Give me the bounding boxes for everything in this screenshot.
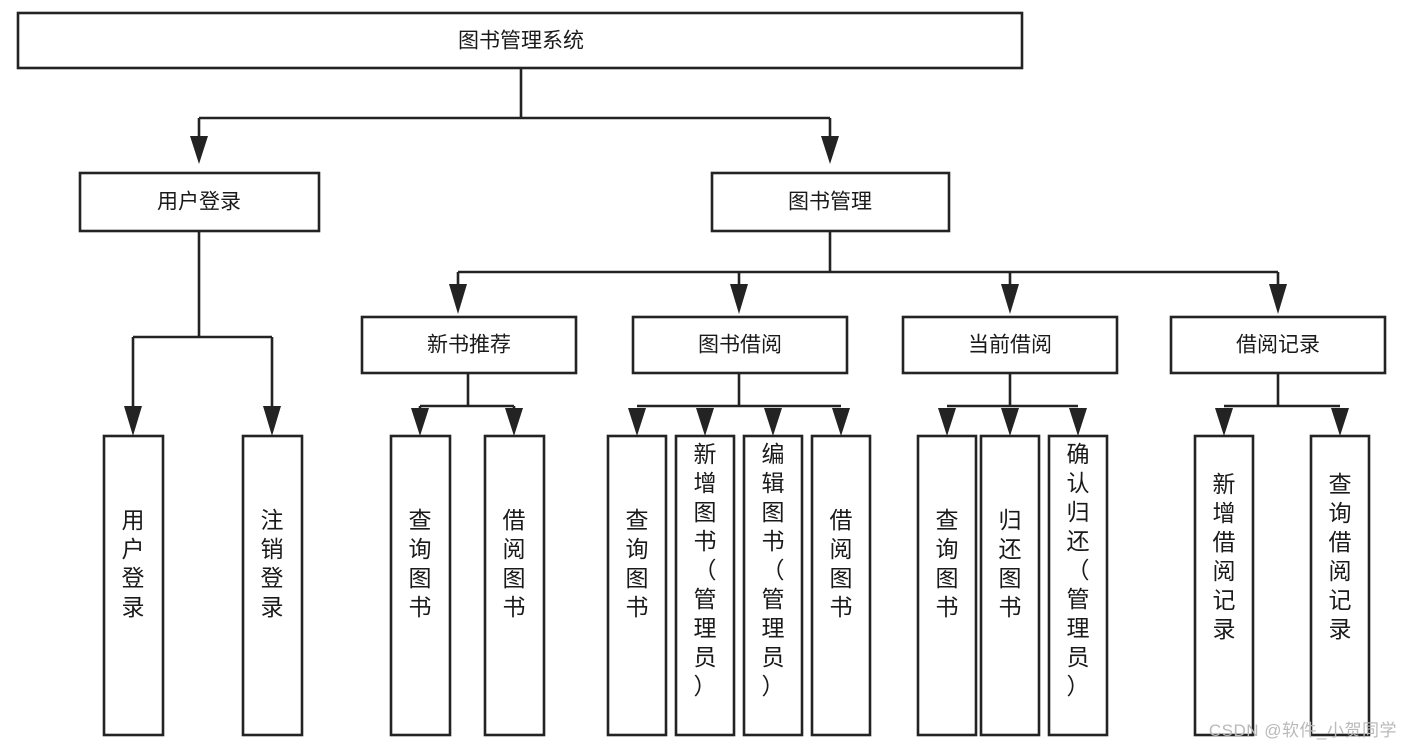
node-leaf-confirm-return-box[interactable] [1047, 434, 1109, 737]
edges-new-book-recommend-to-leaves [411, 373, 523, 436]
node-borrow-record-box[interactable] [1169, 315, 1387, 375]
node-leaf-borrow-book-2[interactable]: 借阅图书 [810, 434, 872, 737]
arrow-to-current-borrow [1001, 284, 1019, 314]
node-leaf-query-book-2[interactable]: 查询图书 [606, 434, 668, 737]
arrow-to-leaf-query-book-3 [938, 408, 956, 436]
arrow-to-leaf-query-book-1 [411, 408, 429, 436]
node-new-book-recommend[interactable]: 新书推荐 [360, 315, 578, 375]
node-leaf-add-record-box[interactable] [1193, 434, 1255, 737]
node-leaf-borrow-book-2-box[interactable] [810, 434, 872, 737]
arrow-to-leaf-edit-book [764, 408, 782, 436]
node-leaf-return-book[interactable]: 归还图书 [979, 434, 1041, 737]
arrow-to-leaf-borrow-book-2 [832, 408, 850, 436]
node-book-borrow-box[interactable] [631, 315, 849, 375]
csdn-watermark: CSDN @软件_小贺同学 [1208, 721, 1397, 740]
node-new-book-recommend-label: 新书推荐 [427, 334, 511, 357]
node-leaf-query-book-1[interactable]: 查询图书 [389, 434, 452, 737]
node-root[interactable]: 图书管理系统 [16, 11, 1024, 70]
edges-book-borrow-to-leaves [628, 373, 850, 436]
node-leaf-query-record[interactable]: 查询借阅记录 [1309, 434, 1371, 737]
node-leaf-user-logout[interactable]: 注销登录 [241, 434, 304, 737]
edges-book-manage-to-level3 [449, 232, 1287, 314]
edges-borrow-record-to-leaves [1215, 373, 1349, 436]
arrow-to-user-login [190, 136, 208, 164]
arrow-to-new-book-recommend [449, 284, 467, 314]
node-user-login-box[interactable] [78, 171, 321, 233]
node-leaf-query-book-1-label: 查询图书 [409, 507, 432, 620]
arrow-to-leaf-borrow-book-1 [505, 408, 523, 436]
node-leaf-query-book-1-box[interactable] [389, 434, 452, 737]
node-leaf-borrow-book-1[interactable]: 借阅图书 [483, 434, 546, 737]
node-leaf-user-login-label: 用户登录 [122, 507, 145, 620]
node-book-manage[interactable]: 图书管理 [710, 171, 951, 233]
node-leaf-borrow-book-1-box[interactable] [483, 434, 546, 737]
node-leaf-query-book-2-box[interactable] [606, 434, 668, 737]
node-user-login-label: 用户登录 [157, 191, 241, 214]
node-leaf-add-record[interactable]: 新增借阅记录 [1193, 434, 1255, 737]
node-book-borrow-label: 图书借阅 [698, 334, 782, 357]
node-leaf-return-book-box[interactable] [979, 434, 1041, 737]
node-root-label: 图书管理系统 [458, 30, 584, 53]
node-leaf-edit-book-label: 编辑图书（管理员） [762, 441, 785, 699]
arrow-to-leaf-add-book [696, 408, 714, 436]
edges-root-to-level2 [190, 68, 839, 164]
arrow-to-leaf-user-login [124, 406, 142, 436]
node-leaf-query-book-3[interactable]: 查询图书 [916, 434, 978, 737]
node-leaf-return-book-label: 归还图书 [999, 507, 1022, 620]
node-leaf-edit-book-box[interactable] [742, 434, 804, 737]
arrow-to-leaf-query-book-2 [628, 408, 646, 436]
node-leaf-user-logout-label: 注销登录 [261, 507, 284, 620]
node-current-borrow-box[interactable] [901, 315, 1119, 375]
node-leaf-add-book-box[interactable] [674, 434, 736, 737]
edges-user-login-to-leaves [124, 232, 281, 436]
node-leaf-add-book-label: 新增图书（管理员） [694, 441, 717, 699]
node-leaf-query-book-3-label: 查询图书 [936, 507, 959, 620]
node-leaf-user-login-box[interactable] [102, 434, 165, 737]
node-leaf-borrow-book-1-label: 借阅图书 [503, 507, 526, 620]
node-leaf-borrow-book-2-label: 借阅图书 [830, 507, 853, 620]
node-leaf-query-record-label: 查询借阅记录 [1329, 471, 1352, 642]
node-borrow-record[interactable]: 借阅记录 [1169, 315, 1387, 375]
node-book-manage-box[interactable] [710, 171, 951, 233]
node-book-manage-label: 图书管理 [788, 191, 872, 214]
arrow-to-leaf-query-record [1331, 408, 1349, 436]
arrow-to-book-manage [821, 136, 839, 164]
node-leaf-confirm-return[interactable]: 确认归还（管理员） [1047, 434, 1109, 737]
node-leaf-user-logout-box[interactable] [241, 434, 304, 737]
node-current-borrow-label: 当前借阅 [968, 334, 1052, 357]
arrow-to-book-borrow [730, 284, 748, 314]
edges-current-borrow-to-leaves [938, 373, 1087, 436]
node-borrow-record-label: 借阅记录 [1236, 334, 1320, 357]
node-leaf-user-login[interactable]: 用户登录 [102, 434, 165, 737]
arrow-to-leaf-confirm-return [1069, 408, 1087, 436]
node-user-login[interactable]: 用户登录 [78, 171, 321, 233]
arrow-to-leaf-add-record [1215, 408, 1233, 436]
node-leaf-edit-book[interactable]: 编辑图书（管理员） [742, 434, 804, 737]
arrow-to-borrow-record [1269, 284, 1287, 314]
node-root-box[interactable] [16, 11, 1024, 70]
arrow-to-leaf-user-logout [263, 406, 281, 436]
node-book-borrow[interactable]: 图书借阅 [631, 315, 849, 375]
node-leaf-query-book-3-box[interactable] [916, 434, 978, 737]
node-leaf-add-record-label: 新增借阅记录 [1213, 471, 1236, 642]
node-leaf-confirm-return-label: 确认归还（管理员） [1067, 441, 1090, 699]
node-leaf-add-book[interactable]: 新增图书（管理员） [674, 434, 736, 737]
node-new-book-recommend-box[interactable] [360, 315, 578, 375]
arrow-to-leaf-return-book [1001, 408, 1019, 436]
node-leaf-query-record-box[interactable] [1309, 434, 1371, 737]
node-leaf-query-book-2-label: 查询图书 [626, 507, 649, 620]
node-current-borrow[interactable]: 当前借阅 [901, 315, 1119, 375]
